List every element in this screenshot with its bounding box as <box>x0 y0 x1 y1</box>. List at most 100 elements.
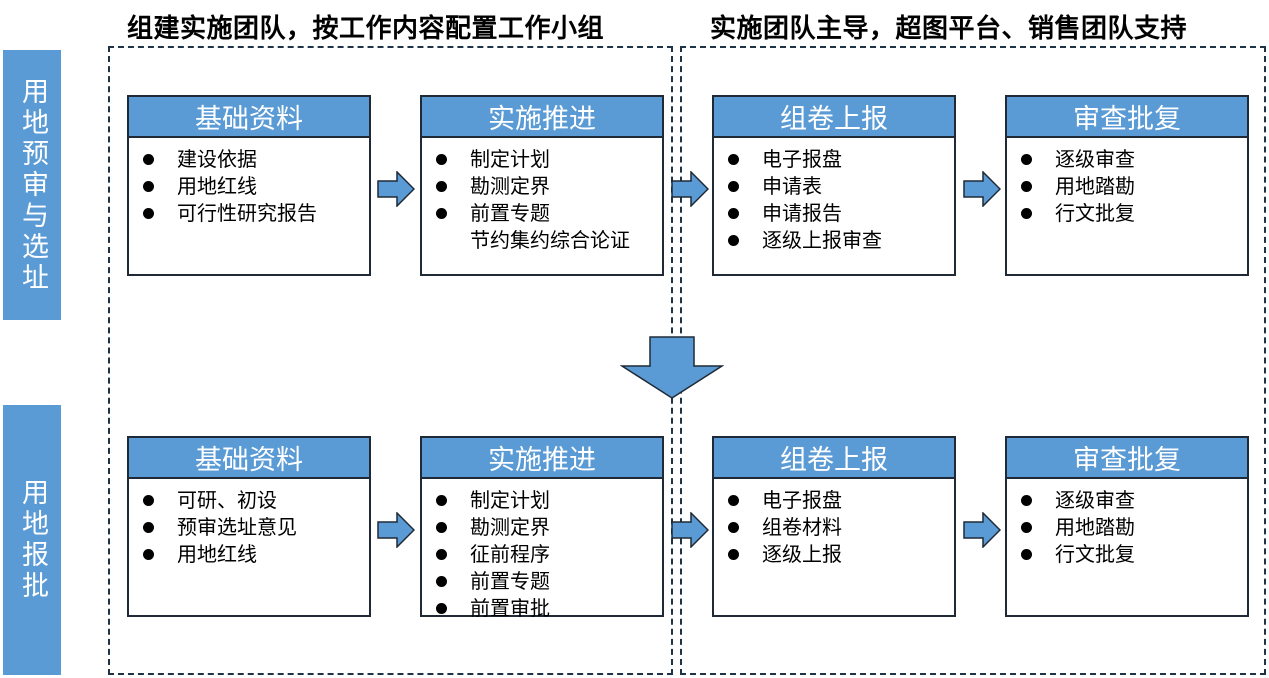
box-title: 审查批复 <box>1007 97 1247 138</box>
bullet-icon <box>143 495 154 506</box>
arrow-right-icon <box>377 512 415 548</box>
right-heading: 实施团队主导，超图平台、销售团队支持 <box>710 14 1188 44</box>
item-text: 逐级审查 <box>1055 147 1135 171</box>
list-item: 逐级审查 <box>1021 487 1247 514</box>
row-label-text: 用地预审与选址 <box>17 76 48 294</box>
arrow-right-icon <box>377 171 415 207</box>
item-text: 组卷材料 <box>762 515 842 539</box>
list-item: 逐级上报审查 <box>728 227 954 254</box>
list-item: 用地红线 <box>143 541 369 568</box>
box-body: 逐级审查 用地踏勘 行文批复 <box>1007 138 1247 227</box>
arrow-right-icon <box>963 512 1001 548</box>
item-text: 前置审批 <box>470 596 550 620</box>
list-item: 逐级审查 <box>1021 146 1247 173</box>
bullet-icon <box>436 208 447 219</box>
box-title: 审查批复 <box>1007 438 1247 479</box>
bullet-icon <box>1021 154 1032 165</box>
box-title: 组卷上报 <box>714 438 954 479</box>
item-text: 用地踏勘 <box>1055 515 1135 539</box>
bullet-icon <box>728 208 739 219</box>
box-review-approval: 审查批复 逐级审查 用地踏勘 行文批复 <box>1005 436 1249 617</box>
list-item: 制定计划 <box>436 146 662 173</box>
box-body: 制定计划 勘测定界 征前程序 前置专题 前置审批 <box>422 479 662 622</box>
item-text: 申请报告 <box>762 201 842 225</box>
box-title: 基础资料 <box>129 97 369 138</box>
list-item: 制定计划 <box>436 487 662 514</box>
item-text: 可行性研究报告 <box>177 201 317 225</box>
item-text: 行文批复 <box>1055 201 1135 225</box>
box-implementation: 实施推进 制定计划 勘测定界 前置专题 节约集约综合论证 <box>420 95 664 276</box>
item-text: 预审选址意见 <box>177 515 297 539</box>
list-item: 申请报告 <box>728 200 954 227</box>
bullet-icon <box>143 154 154 165</box>
box-body: 可研、初设 预审选址意见 用地红线 <box>129 479 369 568</box>
bullet-icon <box>728 522 739 533</box>
item-text: 建设依据 <box>177 147 257 171</box>
item-text: 逐级审查 <box>1055 488 1135 512</box>
box-implementation: 实施推进 制定计划 勘测定界 征前程序 前置专题 前置审批 <box>420 436 664 620</box>
left-heading: 组建实施团队，按工作内容配置工作小组 <box>127 14 605 44</box>
item-text: 申请表 <box>762 174 822 198</box>
list-item: 逐级上报 <box>728 541 954 568</box>
bullet-icon <box>436 181 447 192</box>
bullet-icon <box>143 208 154 219</box>
bullet-icon <box>1021 495 1032 506</box>
box-body: 建设依据 用地红线 可行性研究报告 <box>129 138 369 227</box>
item-text: 制定计划 <box>470 488 550 512</box>
box-title: 实施推进 <box>422 97 662 138</box>
bullet-icon <box>436 576 447 587</box>
bullet-icon <box>143 522 154 533</box>
item-text: 用地踏勘 <box>1055 174 1135 198</box>
item-text: 可研、初设 <box>177 488 277 512</box>
box-title: 实施推进 <box>422 438 662 479</box>
item-text: 用地红线 <box>177 542 257 566</box>
list-item: 前置专题 <box>436 568 662 595</box>
list-item: 用地踏勘 <box>1021 173 1247 200</box>
list-item: 用地踏勘 <box>1021 514 1247 541</box>
box-submission: 组卷上报 电子报盘 申请表 申请报告 逐级上报审查 <box>712 95 956 276</box>
item-text: 用地红线 <box>177 174 257 198</box>
list-item: 用地红线 <box>143 173 369 200</box>
item-text: 逐级上报 <box>762 542 842 566</box>
bullet-icon <box>1021 549 1032 560</box>
bullet-icon <box>728 181 739 192</box>
bullet-icon <box>728 154 739 165</box>
item-text: 行文批复 <box>1055 542 1135 566</box>
bullet-icon <box>436 549 447 560</box>
item-text: 勘测定界 <box>470 174 550 198</box>
item-continuation: 节约集约综合论证 <box>470 228 630 252</box>
item-text: 征前程序 <box>470 542 550 566</box>
list-item: 建设依据 <box>143 146 369 173</box>
bullet-icon <box>143 181 154 192</box>
list-item: 申请表 <box>728 173 954 200</box>
box-basic-materials: 基础资料 可研、初设 预审选址意见 用地红线 <box>127 436 371 617</box>
item-text: 前置专题 <box>470 569 550 593</box>
bullet-icon <box>436 154 447 165</box>
list-item: 行文批复 <box>1021 541 1247 568</box>
bullet-icon <box>728 495 739 506</box>
item-text: 勘测定界 <box>470 515 550 539</box>
box-body: 电子报盘 组卷材料 逐级上报 <box>714 479 954 568</box>
bullet-icon <box>436 495 447 506</box>
arrow-right-icon <box>671 512 709 548</box>
item-text: 制定计划 <box>470 147 550 171</box>
bullet-icon <box>728 235 739 246</box>
list-item: 勘测定界 <box>436 173 662 200</box>
box-body: 电子报盘 申请表 申请报告 逐级上报审查 <box>714 138 954 254</box>
list-item: 前置审批 <box>436 595 662 622</box>
arrow-down-icon <box>620 336 724 399</box>
list-item: 行文批复 <box>1021 200 1247 227</box>
bullet-icon <box>436 522 447 533</box>
bullet-icon <box>728 549 739 560</box>
list-item: 电子报盘 <box>728 487 954 514</box>
bullet-icon <box>1021 181 1032 192</box>
list-item: 可研、初设 <box>143 487 369 514</box>
list-item: 预审选址意见 <box>143 514 369 541</box>
arrow-right-icon <box>963 171 1001 207</box>
item-text: 前置专题 <box>470 201 550 225</box>
list-item: 组卷材料 <box>728 514 954 541</box>
list-item: 征前程序 <box>436 541 662 568</box>
item-text: 逐级上报审查 <box>762 228 882 252</box>
bullet-icon <box>1021 522 1032 533</box>
box-basic-materials: 基础资料 建设依据 用地红线 可行性研究报告 <box>127 95 371 276</box>
